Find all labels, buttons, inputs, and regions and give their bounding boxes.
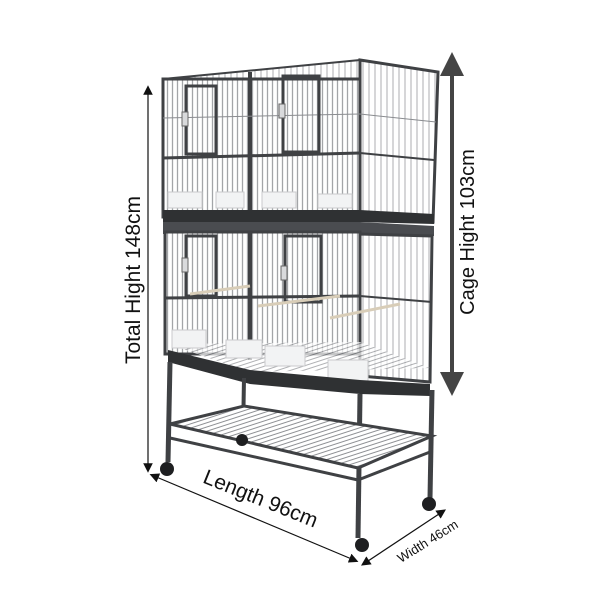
feeding-cup xyxy=(171,329,207,349)
bottom-shelf xyxy=(169,404,438,470)
lower-tray xyxy=(168,350,430,396)
upper-tray xyxy=(163,210,434,224)
feeding-cup xyxy=(264,345,306,367)
total-height-label: Total Hight 148cm xyxy=(122,196,145,364)
upper-cage xyxy=(161,58,440,224)
feeding-cup xyxy=(215,191,245,209)
feeding-cup xyxy=(261,191,297,209)
cage-height-dimension: Cage Hight 103cm xyxy=(440,52,479,396)
width-arrow xyxy=(360,509,447,566)
feeding-cup xyxy=(317,193,353,209)
cage-height-label: Cage Hight 103cm xyxy=(457,149,479,315)
perch xyxy=(189,284,251,296)
stand xyxy=(160,361,438,552)
perch xyxy=(329,302,401,320)
caster-wheel xyxy=(160,462,174,476)
feeding-cup xyxy=(167,191,203,209)
total-height-dimension: Total Hight 148cm xyxy=(122,85,153,473)
caster-wheel xyxy=(236,434,248,446)
perch xyxy=(257,294,341,308)
length-dimension: Length 96cm xyxy=(149,466,359,563)
bird-cage xyxy=(160,58,440,552)
caster-wheel xyxy=(422,497,436,511)
caster-wheel xyxy=(355,538,369,552)
feeding-cup xyxy=(225,339,263,359)
length-arrow xyxy=(149,473,359,563)
width-dimension: Width 46cm xyxy=(360,509,461,566)
width-label: Width 46cm xyxy=(395,517,461,566)
lower-cage xyxy=(163,230,434,396)
length-label: Length 96cm xyxy=(200,466,321,533)
